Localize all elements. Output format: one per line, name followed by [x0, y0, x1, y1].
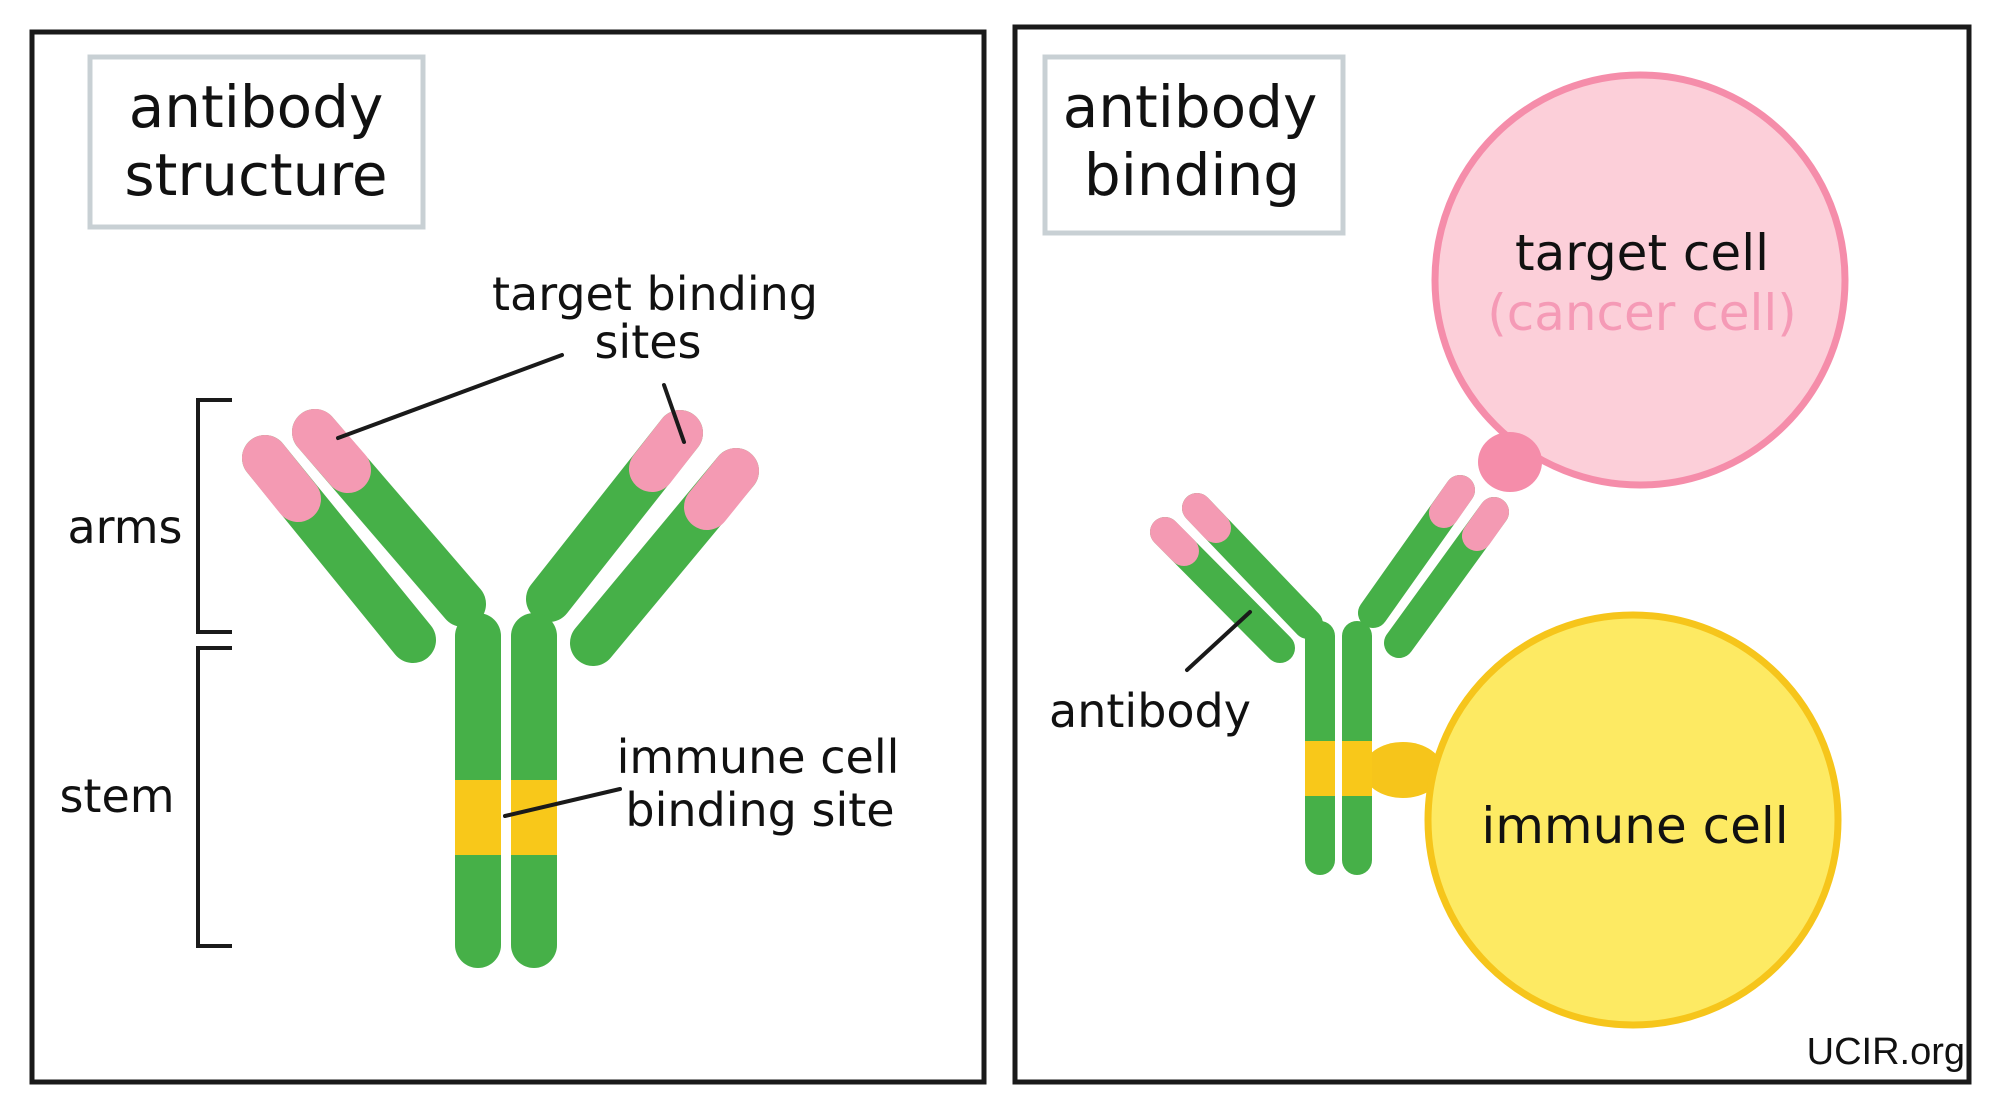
immune-cell-label: immune cell [1481, 797, 1788, 855]
binding-right-outer-arm [1384, 497, 1509, 658]
target-cell: target cell (cancer cell) [1431, 71, 1849, 492]
binding-left-outer-arm [1150, 517, 1295, 663]
target-cell-label-line2: (cancer cell) [1487, 284, 1797, 342]
binding-right-inner-arm [1358, 475, 1475, 628]
target-cell-label-line1: target cell [1515, 224, 1769, 282]
label-stem: stem [59, 769, 174, 823]
stem-right-chain [511, 613, 557, 968]
label-target-binding-line1: target binding [492, 267, 818, 321]
binding-left-inner-arm [1182, 493, 1323, 639]
target-cell-body [1431, 71, 1849, 489]
label-arms: arms [67, 500, 182, 554]
binding-stem-right-chain [1342, 621, 1372, 875]
left-title-box: antibody structure [87, 54, 426, 230]
right-title-box: antibody binding [1042, 54, 1346, 236]
stem-left-chain [455, 613, 501, 968]
label-immune-binding-line2: binding site [625, 783, 894, 837]
binding-stem-left-chain [1305, 621, 1335, 875]
target-site-leader-right [662, 383, 686, 444]
immune-site-leader [503, 787, 622, 818]
stem-bracket [196, 646, 232, 948]
right-title-line2: binding [1084, 141, 1300, 209]
left-title-line2: structure [124, 141, 387, 209]
target-site-leader-left [336, 353, 564, 440]
right-outer-arm [570, 448, 759, 666]
right-inner-arm [526, 410, 703, 622]
right-title-line1: antibody [1063, 73, 1318, 141]
label-target-binding-line2: sites [594, 315, 701, 369]
arms-bracket [196, 398, 232, 634]
antibody-structure [242, 409, 759, 968]
left-outer-arm [242, 435, 436, 663]
target-cell-antigen [1478, 432, 1542, 492]
antibody-label: antibody [1049, 684, 1251, 738]
credit-text: UCIR.org [1807, 1031, 1965, 1073]
label-immune-binding-line1: immune cell [617, 730, 900, 784]
left-panel: antibody structure [29, 29, 987, 1085]
left-title-line1: antibody [129, 73, 384, 141]
antibody-leader [1185, 610, 1252, 672]
right-title-box-border [1042, 54, 1346, 236]
immune-cell-body [1424, 611, 1842, 1029]
antibody-binding [1150, 475, 1509, 875]
left-title-box-border [87, 54, 426, 230]
immune-cell-receptor [1363, 742, 1443, 798]
immune-cell: immune cell [1363, 611, 1842, 1029]
left-inner-arm [292, 409, 486, 627]
right-panel: antibody binding target cell (cancer cel… [1012, 24, 1972, 1085]
